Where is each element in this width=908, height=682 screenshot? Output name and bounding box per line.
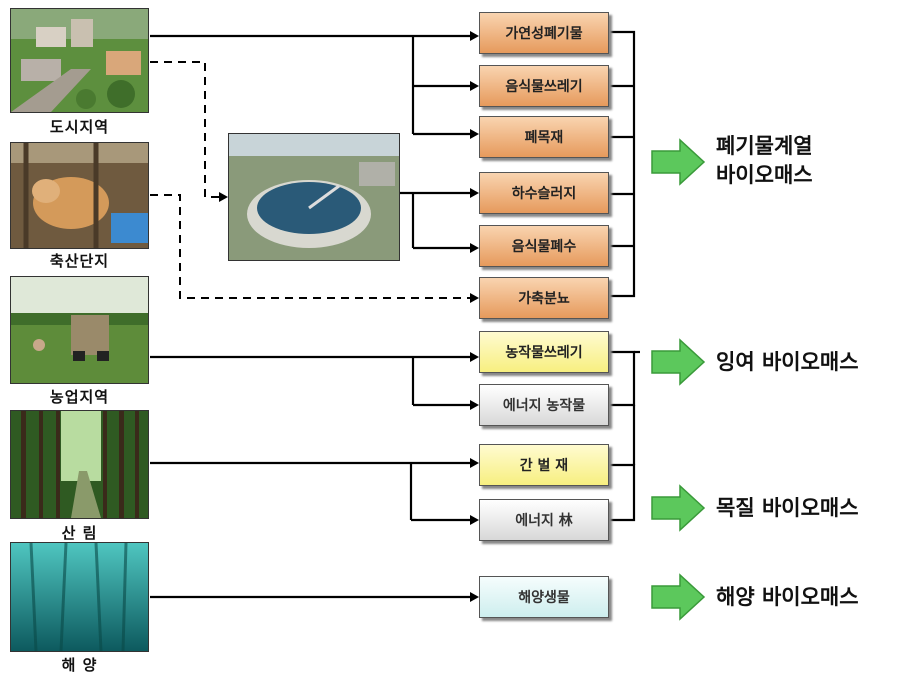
green-arrow-icon [651, 484, 706, 532]
box-sewage-sludge: 하수슬러지 [479, 172, 609, 214]
cattle-photo [10, 142, 149, 249]
arrowheads [219, 31, 479, 602]
farm-field-photo [10, 276, 149, 384]
box-livestock-manure: 가축분뇨 [479, 277, 609, 319]
green-arrow-icon [651, 573, 706, 621]
source-label-city: 도시지역 [49, 118, 110, 136]
box-energy-forest: 에너지 林 [479, 499, 609, 541]
source-label-farm: 농업지역 [49, 388, 110, 406]
green-arrow-icon [651, 138, 706, 186]
box-combustible-waste: 가연성폐기물 [479, 12, 609, 54]
box-thinning-wood: 간 벌 재 [479, 444, 609, 486]
ocean-kelp-photo [10, 542, 149, 652]
result-woody-biomass: 목질 바이오매스 [716, 494, 859, 523]
result-surplus-biomass: 잉여 바이오매스 [716, 348, 859, 377]
flow-lines [150, 30, 640, 599]
result-line: 바이오매스 [716, 163, 813, 187]
dashed-lines [150, 61, 470, 299]
result-waste-biomass: 폐기물계열 바이오매스 [716, 132, 813, 190]
box-food-wastewater: 음식물폐수 [479, 225, 609, 267]
box-waste-wood: 폐목재 [479, 116, 609, 158]
box-crop-residue: 농작물쓰레기 [479, 331, 609, 373]
result-line: 목질 바이오매스 [716, 496, 859, 520]
forest-photo [10, 410, 149, 519]
green-arrow-icon [651, 338, 706, 386]
source-label-livestock: 축산단지 [49, 252, 110, 270]
box-energy-crops: 에너지 농작물 [479, 384, 609, 426]
box-food-waste: 음식물쓰레기 [479, 65, 609, 107]
sewage-treatment-plant-photo [228, 133, 400, 261]
result-line: 폐기물계열 [716, 134, 813, 158]
result-line: 잉여 바이오매스 [716, 350, 859, 374]
source-label-ocean: 해 양 [61, 656, 98, 674]
city-aerial-photo [10, 8, 149, 113]
result-line: 해양 바이오매스 [716, 585, 859, 609]
result-marine-biomass: 해양 바이오매스 [716, 583, 859, 612]
source-label-forest: 산 림 [61, 524, 98, 542]
box-marine-organisms: 해양생물 [479, 576, 609, 618]
